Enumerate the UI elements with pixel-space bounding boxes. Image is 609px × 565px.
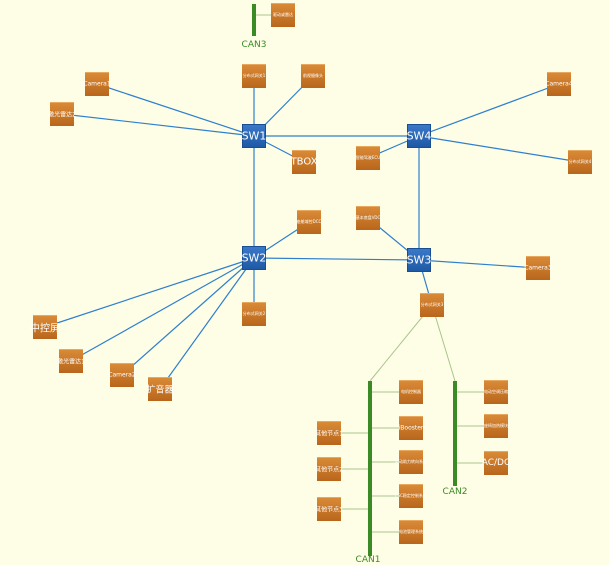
link-sw1-lidar2	[61, 113, 255, 137]
device-node-can2-dev1[interactable]	[484, 380, 508, 404]
switch-sw4[interactable]	[407, 124, 431, 148]
device-node-cam4[interactable]	[547, 72, 571, 96]
device-node-dist3[interactable]	[420, 293, 444, 317]
device-node-other3[interactable]	[317, 497, 341, 521]
device-node-lidar1[interactable]	[59, 349, 83, 373]
device-node-can2-dev2[interactable]	[484, 414, 508, 438]
bus-can1-label: CAN1	[355, 555, 381, 565]
device-node-other2[interactable]	[317, 457, 341, 481]
device-node-lidar2[interactable]	[50, 102, 74, 126]
link-sw4-dist4	[418, 135, 581, 163]
link-dist3-can2	[431, 304, 456, 382]
switch-sw2[interactable]	[242, 246, 266, 270]
bus-can2-label: CAN2	[442, 487, 468, 497]
link-sw2-lidar1	[70, 257, 255, 362]
device-node-cam2[interactable]	[110, 363, 134, 387]
device-node-can3-dev[interactable]	[271, 3, 295, 27]
link-sw2-amp	[159, 257, 255, 390]
switch-sw3[interactable]	[407, 248, 431, 272]
device-node-sw2-dev[interactable]	[297, 210, 321, 234]
device-node-acdc[interactable]	[484, 451, 508, 475]
device-node-can1-dev5[interactable]	[399, 520, 423, 544]
device-node-sw3-dev[interactable]	[356, 206, 380, 230]
device-node-can1-dev1[interactable]	[399, 380, 423, 404]
device-node-cam1[interactable]	[85, 72, 109, 96]
device-node-dist1[interactable]	[242, 64, 266, 88]
device-node-amp[interactable]	[148, 377, 172, 401]
device-node-cam3[interactable]	[526, 256, 550, 280]
device-node-can1-dev4[interactable]	[399, 484, 423, 508]
device-node-dist2[interactable]	[242, 302, 266, 326]
link-sw1-cam1	[96, 83, 255, 137]
device-node-can1-dev2[interactable]	[399, 416, 423, 440]
bus-can3-label: CAN3	[241, 40, 267, 50]
device-node-other1[interactable]	[317, 421, 341, 445]
device-node-can1-dev3[interactable]	[399, 450, 423, 474]
device-node-center-screen[interactable]	[33, 315, 57, 339]
device-node-sw4-dev[interactable]	[356, 146, 380, 170]
device-node-sw1-dev[interactable]	[301, 64, 325, 88]
device-node-tbox[interactable]	[292, 150, 316, 174]
device-node-dist4[interactable]	[568, 150, 592, 174]
switch-sw1[interactable]	[242, 124, 266, 148]
link-dist3-can1	[369, 304, 433, 382]
link-sw4-cam4	[418, 83, 560, 137]
link-sw3-cam3	[418, 259, 539, 269]
link-sw2-cam2	[121, 257, 255, 376]
link-sw2-center_screen	[44, 257, 255, 328]
link-sw2-sw3	[253, 257, 420, 261]
